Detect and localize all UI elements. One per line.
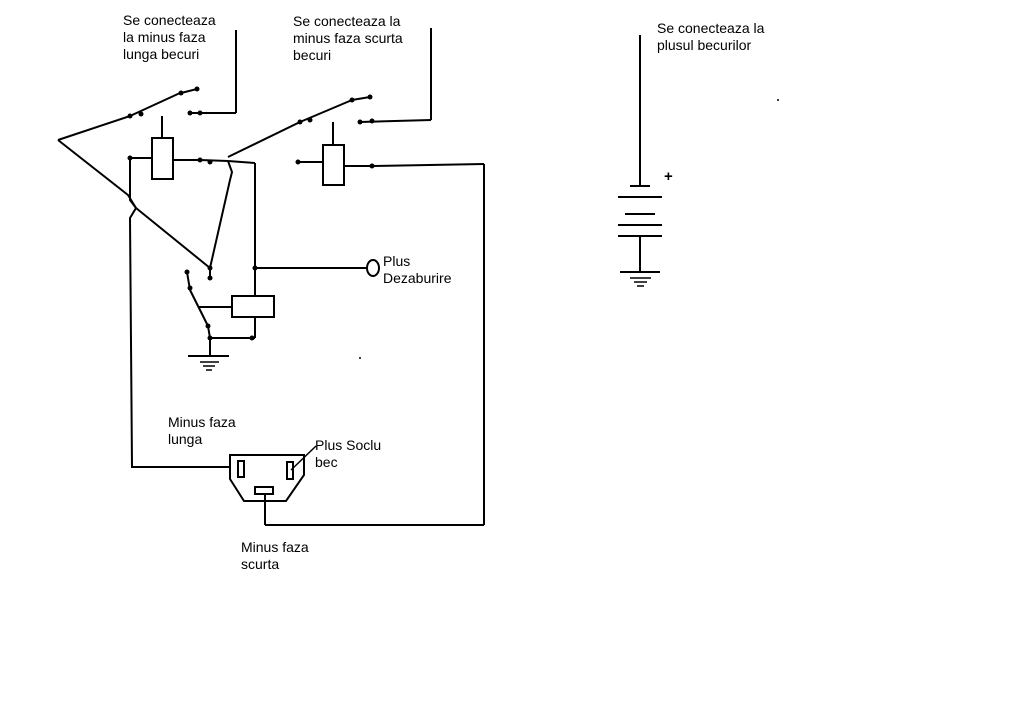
socket-pin-short-beam (254, 486, 274, 495)
relay-long-beam-switch-arm (57, 115, 131, 141)
relay-long-beam (57, 30, 237, 180)
battery (618, 35, 662, 287)
relay-short-beam-switch-arm (227, 121, 301, 158)
socket-pin-plus (286, 461, 294, 480)
label-connect-plus-bulbs: Se conecteaza la plusul becurilor (657, 20, 765, 53)
defog-relay-coil (231, 295, 275, 318)
label-connect-minus-long-beam: Se conecteaza la minus faza lunga becuri (123, 12, 216, 62)
label-connect-minus-short-beam: Se conecteaza la minus faza scurta becur… (293, 13, 403, 63)
label-minus-long-beam: Minus faza lunga (168, 414, 236, 447)
label-plus-defog: Plus Dezaburire (383, 253, 452, 286)
main-wiring (57, 139, 485, 525)
bulb-socket-body (229, 454, 305, 502)
junction-dots (127, 86, 779, 359)
defog-plus-terminal (366, 259, 380, 277)
label-plus-socket: Plus Soclu bec (315, 437, 382, 470)
ground-symbol-left (188, 355, 229, 371)
label-minus-short-beam: Minus faza scurta (241, 539, 309, 572)
plus-socket-leader-line (290, 445, 317, 471)
defog-relay (186, 268, 275, 371)
relay-short-beam-coil (322, 144, 345, 186)
relay-long-beam-coil (151, 137, 174, 180)
bulb-socket (229, 445, 484, 526)
battery-plus-sign: + (664, 168, 673, 185)
ground-symbol-right (620, 271, 660, 287)
socket-pin-long-beam (237, 460, 245, 478)
